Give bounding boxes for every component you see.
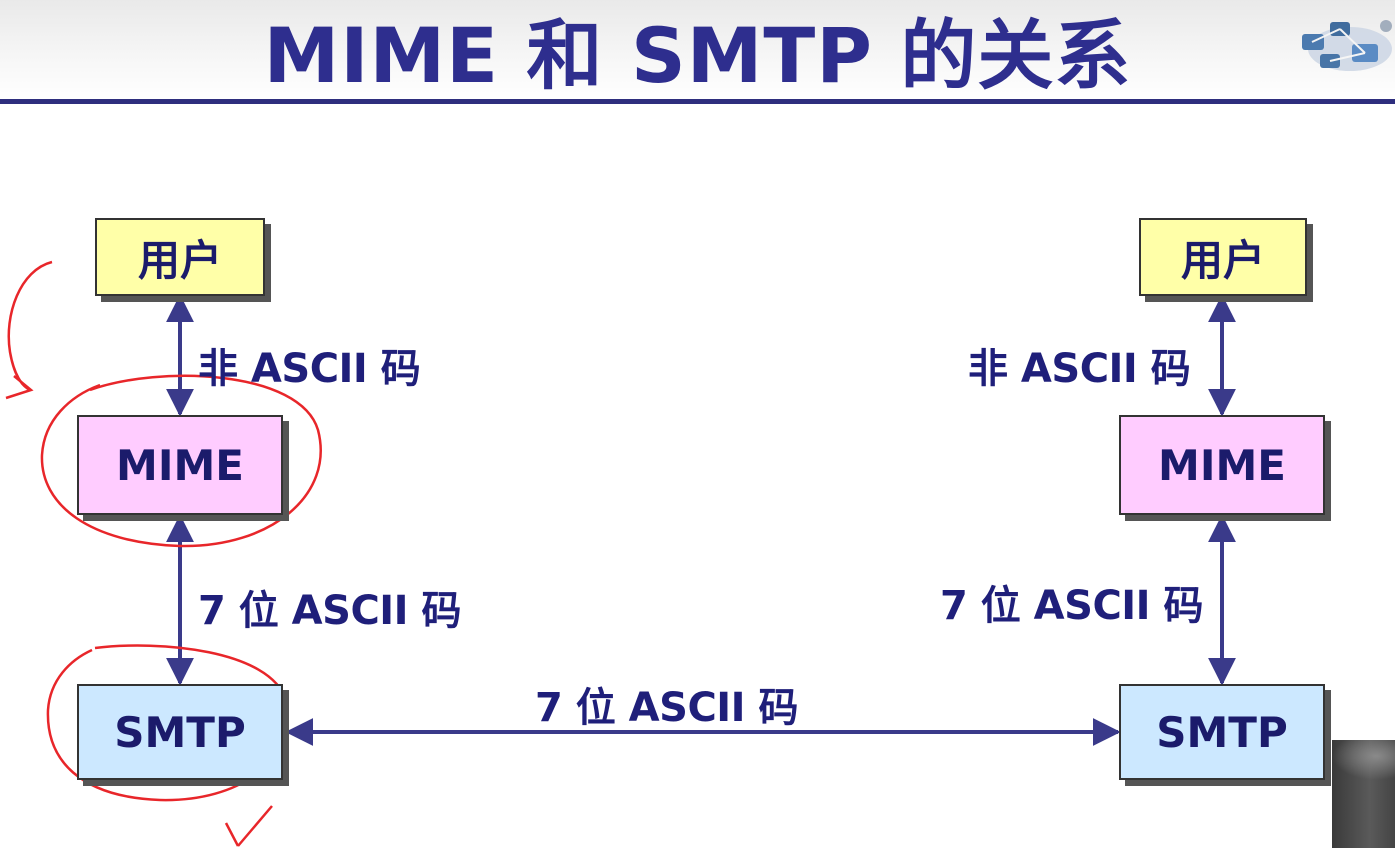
video-overlay-corner bbox=[1332, 740, 1395, 848]
right-user-box: 用户 bbox=[1139, 218, 1307, 296]
right-user-label: 用户 bbox=[1180, 235, 1265, 285]
annotation-check bbox=[224, 805, 273, 847]
left-user-box: 用户 bbox=[95, 218, 265, 296]
left-user-label: 用户 bbox=[137, 235, 222, 285]
right-mime-smtp-label: 7 位 ASCII 码 bbox=[940, 583, 1204, 629]
annotation-circle-mime bbox=[40, 374, 322, 548]
right-smtp-label: SMTP bbox=[1156, 707, 1288, 757]
right-user-mime-label: 非 ASCII 码 bbox=[968, 346, 1191, 392]
slide-title: MIME 和 SMTP 的关系 bbox=[263, 11, 1132, 100]
smtp-link-label: 7 位 ASCII 码 bbox=[535, 685, 799, 731]
annotation-curve-top bbox=[7, 260, 53, 392]
network-devices-logo bbox=[1302, 20, 1392, 71]
right-mime-box: MIME bbox=[1119, 415, 1325, 515]
slide-header bbox=[0, 0, 1395, 100]
left-smtp-label: SMTP bbox=[114, 707, 246, 757]
header-rule bbox=[0, 99, 1395, 104]
annotation-circle-smtp bbox=[46, 644, 289, 802]
left-mime-smtp-label: 7 位 ASCII 码 bbox=[198, 588, 462, 634]
right-mime-label: MIME bbox=[1158, 440, 1286, 490]
left-mime-label: MIME bbox=[116, 440, 244, 490]
right-smtp-box: SMTP bbox=[1119, 684, 1325, 780]
left-mime-box: MIME bbox=[77, 415, 283, 515]
annotation-tick bbox=[5, 375, 34, 400]
left-smtp-box: SMTP bbox=[77, 684, 283, 780]
left-user-mime-label: 非 ASCII 码 bbox=[198, 346, 421, 392]
